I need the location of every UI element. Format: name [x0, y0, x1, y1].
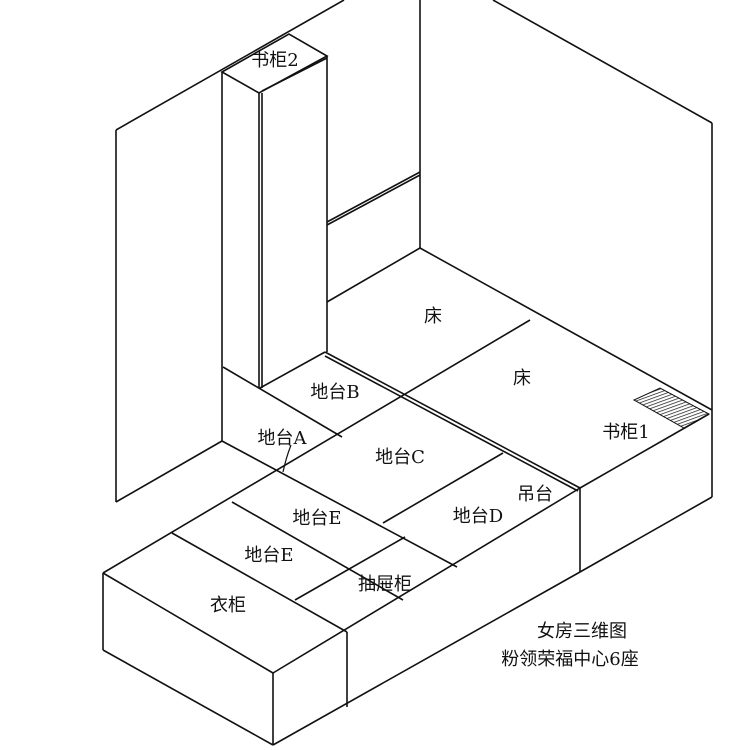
label-platform-b: 地台B — [310, 382, 359, 403]
bookcase-1 — [579, 387, 713, 573]
wardrobe-block — [102, 487, 581, 746]
label-hanging-platform: 吊台 — [517, 484, 553, 505]
caption-subtitle: 粉领荣福中心6座 — [501, 649, 638, 670]
label-wardrobe: 衣柜 — [210, 595, 246, 616]
label-drawer-cabinet: 抽屉柜 — [358, 574, 412, 595]
caption-title: 女房三维图 — [537, 621, 627, 642]
labels: 书柜2 床 床 地台B 地台A 地台C 地台E 地台E 地台D 吊台 书柜1 衣… — [210, 50, 650, 616]
label-platform-e-upper: 地台E — [292, 508, 341, 529]
label-platform-c: 地台C — [375, 447, 425, 468]
label-platform-e-lower: 地台E — [244, 545, 293, 566]
label-platform-d: 地台D — [453, 506, 503, 527]
label-bed-back: 床 — [424, 306, 442, 327]
caption: 女房三维图 粉领荣福中心6座 — [501, 621, 638, 670]
label-bookcase-1: 书柜1 — [602, 422, 649, 443]
walls — [115, 0, 713, 503]
headboard — [326, 171, 421, 303]
bookcase-2 — [220, 33, 329, 441]
platforms — [102, 319, 581, 601]
label-bookcase-2: 书柜2 — [251, 50, 298, 71]
label-platform-a: 地台A — [258, 428, 308, 449]
hatched-shelf — [632, 387, 711, 429]
label-bed-front: 床 — [513, 368, 531, 389]
